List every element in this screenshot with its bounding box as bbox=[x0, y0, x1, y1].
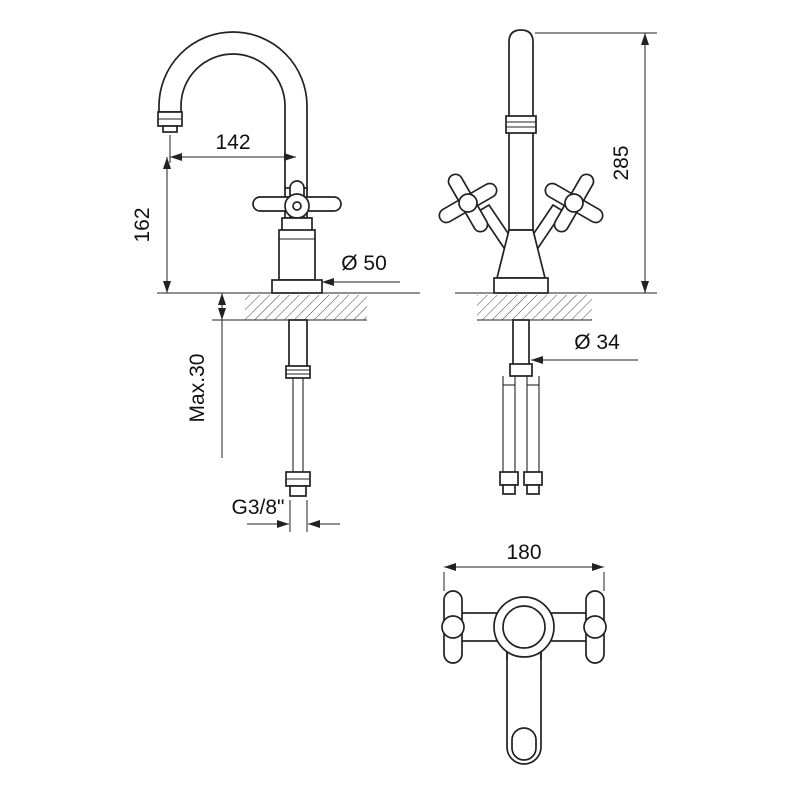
dim-thread-label: G3/8" bbox=[232, 496, 285, 519]
hose1-nut bbox=[499, 471, 519, 486]
dim-overall-width: 180 bbox=[443, 541, 605, 591]
hose-nut-cap bbox=[289, 485, 307, 497]
body-base bbox=[271, 279, 323, 294]
body-column bbox=[278, 229, 316, 281]
shank-collar bbox=[509, 363, 533, 377]
spout-top-inner bbox=[511, 727, 537, 761]
tube-collar bbox=[505, 115, 537, 134]
body-base bbox=[493, 277, 549, 294]
spout-gooseneck bbox=[158, 31, 308, 191]
front-view bbox=[438, 29, 657, 495]
body-inner-circle bbox=[502, 605, 546, 649]
dim-hole-diameter: Ø 34 bbox=[531, 331, 638, 364]
dim-max-thickness-label: Max.30 bbox=[186, 354, 209, 423]
hose1-cap bbox=[502, 484, 516, 495]
cross-handle-right bbox=[544, 173, 604, 233]
dim-base-diameter-label: Ø 50 bbox=[341, 252, 387, 275]
aerator-outlet bbox=[162, 125, 178, 133]
dim-max-thickness: Max.30 bbox=[186, 293, 246, 458]
handle-right-hub bbox=[583, 615, 607, 639]
dim-spout-reach-label: 142 bbox=[215, 131, 250, 154]
dim-total-height-label: 285 bbox=[610, 145, 633, 180]
dim-base-diameter: Ø 50 bbox=[322, 252, 400, 286]
shank bbox=[288, 319, 308, 369]
hose2-cap bbox=[526, 484, 540, 495]
dim-spout-height-label: 162 bbox=[131, 207, 154, 242]
deck-hatch bbox=[245, 295, 367, 320]
hose2-nut bbox=[523, 471, 543, 486]
handle-hub bbox=[564, 193, 584, 213]
cross-handle-left bbox=[438, 173, 498, 233]
dim-spout-reach: 142 bbox=[169, 131, 296, 163]
dim-spout-height: 162 bbox=[131, 157, 171, 293]
side-view bbox=[157, 31, 420, 497]
handle-hub bbox=[458, 193, 478, 213]
top-view bbox=[441, 590, 607, 765]
handle-left-hub bbox=[441, 615, 465, 639]
handle-hub-dot bbox=[292, 201, 302, 211]
shank-collar bbox=[285, 365, 311, 379]
spout-top-emerge bbox=[506, 652, 542, 660]
dim-thread: G3/8" bbox=[232, 496, 340, 532]
dim-overall-width-label: 180 bbox=[506, 541, 541, 564]
dim-total-height: 285 bbox=[535, 32, 657, 293]
deck-hatch bbox=[477, 295, 592, 320]
shank bbox=[512, 319, 530, 367]
dim-hole-diameter-label: Ø 34 bbox=[574, 331, 620, 354]
